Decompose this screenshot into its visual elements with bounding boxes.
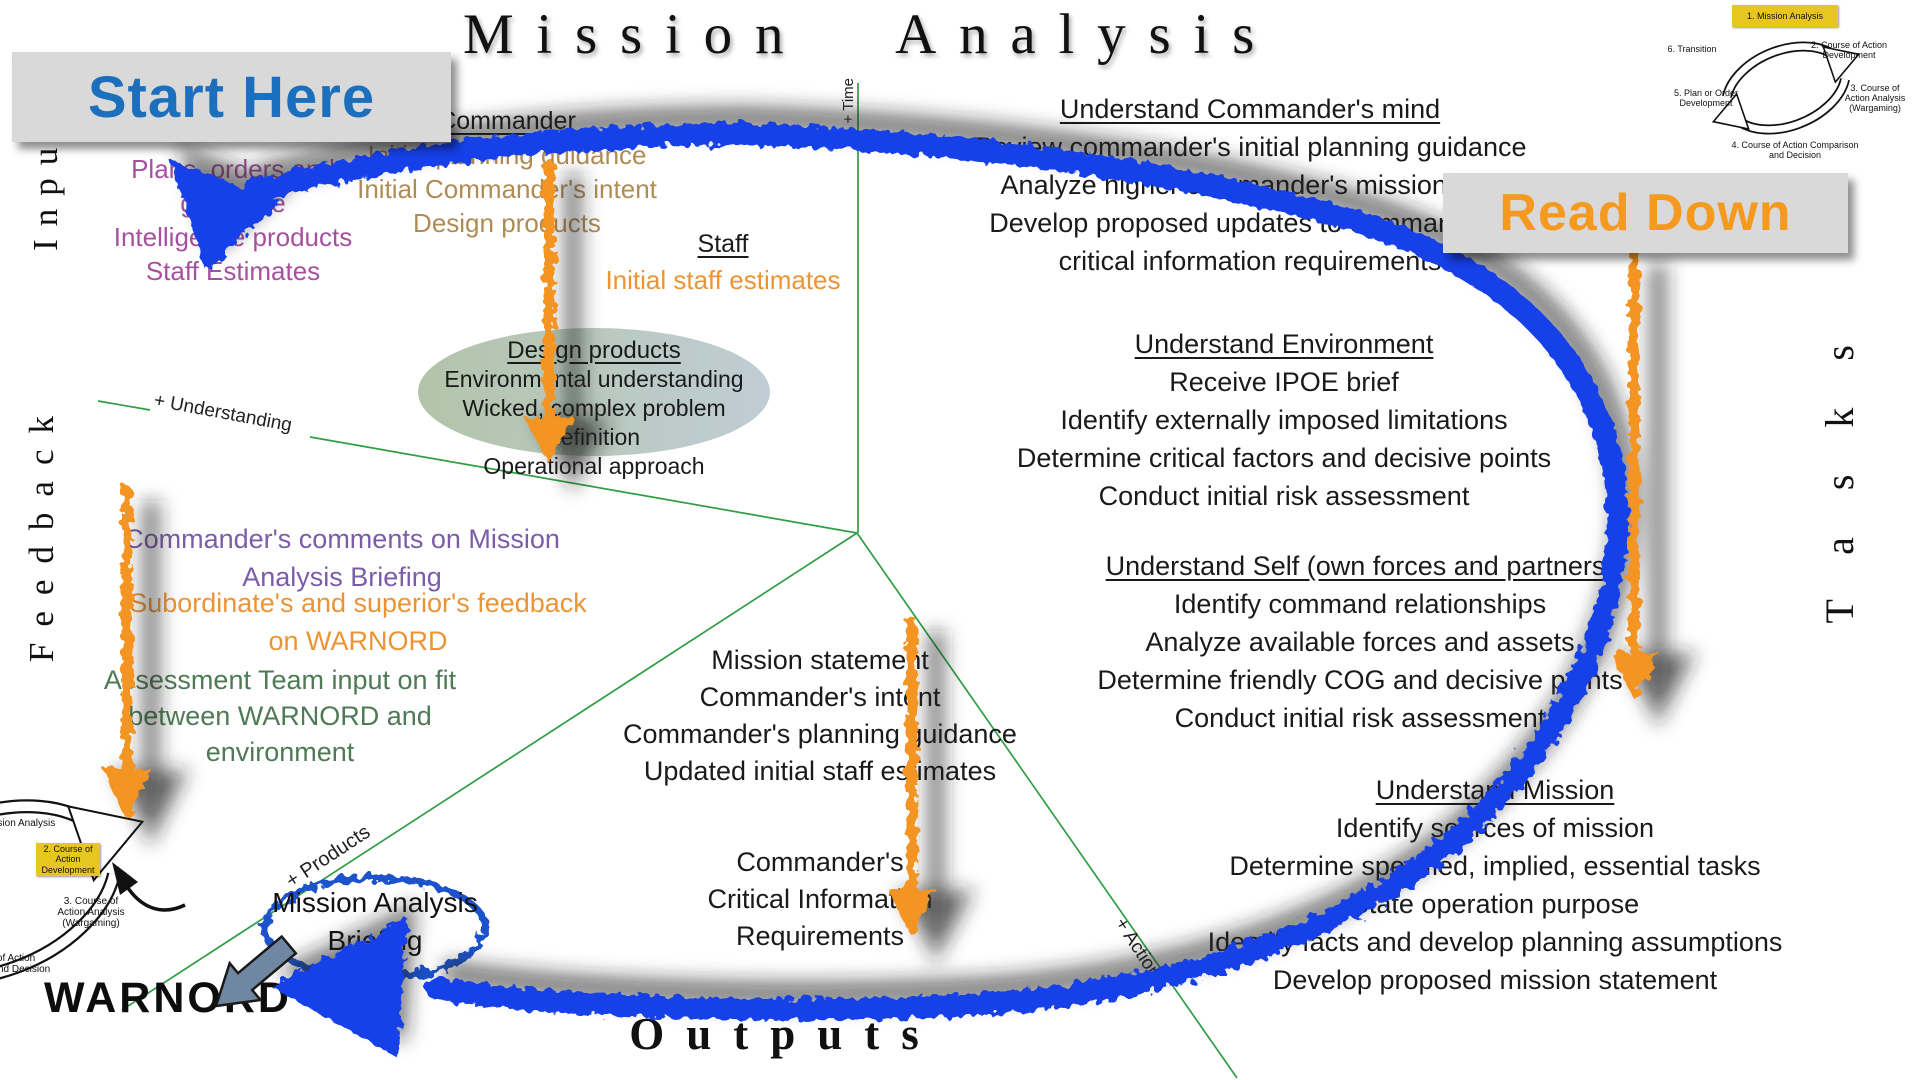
ccir-line: Critical Information Requirements	[707, 884, 933, 951]
assessment-line: Assessment Team input on fit	[103, 665, 457, 695]
briefing-line: Mission Analysis	[272, 887, 478, 918]
cycle-step-1-highlighted: 1. Mission Analysis	[1732, 5, 1838, 27]
feedback-assessment: Assessment Team input on fit between WAR…	[95, 662, 465, 770]
section-heading: Understand Commander's mind	[1059, 94, 1441, 124]
design-products-heading: Design products	[507, 337, 681, 364]
products-axis-label: + Products	[282, 820, 375, 893]
hand-drawn-arrowhead	[112, 862, 138, 895]
output-line: Commander's intent	[699, 682, 941, 712]
task-section-environment: Understand Environment Receive IPOE brie…	[984, 325, 1584, 515]
section-heading: Understand Environment	[1134, 329, 1434, 359]
start-here-box: Start Here	[12, 52, 451, 142]
feedback-warnord: Subordinate's and superior's feedback on…	[129, 588, 587, 656]
cycle-step-label: 1. Mission Analysis	[1746, 10, 1824, 21]
commander-item: Initial Commander's intent	[357, 174, 657, 204]
understanding-axis-line-a	[97, 400, 151, 411]
task-line: Determine specified, implied, essential …	[1229, 851, 1761, 881]
briefing-line: Briefing	[327, 925, 423, 956]
ccir-line: Commander's	[736, 847, 904, 877]
assessment-line: between WARNORD and environment	[128, 701, 432, 767]
axis-label-feedback: Feedback	[22, 400, 61, 663]
task-line: Develop proposed mission statement	[1272, 965, 1718, 995]
design-products-item: Wicked, complex problem definition	[462, 395, 726, 450]
task-line: Conduct initial risk assessment	[1174, 703, 1546, 733]
cycle-step-4: 4. Course of Action Comparison and Decis…	[1731, 140, 1859, 161]
task-line: Analyze available forces and assets	[1145, 627, 1575, 657]
commander-item: Initial planning guidance	[367, 140, 647, 170]
time-axis-label: + Time	[840, 78, 857, 124]
cycle-step-4-partial: 4. Course of Action Comparison and Decis…	[0, 953, 51, 976]
task-line: Identify externally imposed limitations	[1060, 405, 1508, 435]
task-line: State operation purpose	[1350, 889, 1640, 919]
task-line: Identify facts and develop planning assu…	[1207, 927, 1783, 957]
section-heading: Understand Self (own forces and partners…	[1105, 551, 1615, 581]
cycle-step-2-highlighted: 2. Course of Action Development	[36, 843, 100, 876]
output-line: Commander's planning guidance	[623, 719, 1017, 749]
page-title: Mission Analysis	[462, 3, 1278, 66]
action-axis-label: + Action	[1110, 914, 1166, 983]
feedback-orange-arrowhead	[102, 769, 152, 819]
design-products-item: Environmental understanding	[444, 366, 744, 392]
task-line: Conduct initial risk assessment	[1098, 481, 1470, 511]
task-section-mission: Understand Mission Identify sources of m…	[1180, 771, 1810, 999]
cycle-step-1-partial: 1. Mission Analysis	[0, 818, 56, 829]
start-here-label: Start Here	[87, 64, 376, 130]
cycle-step-5: 5. Plan or Order Development	[1673, 88, 1739, 109]
cycle-step-3: 3. Course of Action Analysis (Wargaming)	[1844, 83, 1906, 114]
section-heading: Understand Mission	[1375, 775, 1615, 805]
input-item: Staff Estimates	[145, 256, 321, 286]
design-products-block: Design products Environmental understand…	[414, 336, 774, 481]
mission-analysis-briefing: Mission Analysis Briefing	[255, 884, 495, 960]
cycle-step-3-partial: 3. Course of Action Analysis (Wargaming)	[57, 896, 125, 930]
axis-label-outputs: Outputs	[629, 1009, 941, 1059]
cycle-step-2: 2. Course of Action Development	[1810, 40, 1888, 61]
cycle-step-label: 2. Course of Action Development	[41, 844, 95, 875]
warnord-label: WARNORD	[44, 974, 292, 1022]
task-line: Determine friendly COG and decisive poin…	[1097, 665, 1623, 695]
orange-arrowhead-shadow	[111, 769, 191, 848]
staff-heading: Staff	[697, 230, 749, 258]
axis-label-tasks: Tasks	[1817, 298, 1862, 624]
task-line: Determine critical factors and decisive …	[1016, 443, 1552, 473]
task-line: Identify sources of mission	[1335, 813, 1655, 843]
staff-block: Staff Initial staff estimates	[573, 226, 873, 298]
task-line: Review commander's initial planning guid…	[973, 132, 1527, 162]
read-down-label: Read Down	[1499, 184, 1792, 242]
read-down-box: Read Down	[1443, 173, 1848, 253]
cycle-step-6: 6. Transition	[1667, 44, 1717, 54]
output-line: Updated initial staff estimates	[643, 756, 997, 786]
task-line: Identify command relationships	[1173, 589, 1547, 619]
design-products-item: Operational approach	[483, 453, 705, 479]
output-line: Mission statement	[711, 645, 929, 675]
task-line: Receive IPOE brief	[1169, 367, 1399, 397]
task-section-self: Understand Self (own forces and partners…	[1060, 547, 1660, 737]
staff-item: Initial staff estimates	[605, 265, 841, 295]
center-outputs-block: Mission statement Commander's intent Com…	[620, 642, 1020, 955]
understanding-axis-label: + Understanding	[152, 390, 294, 437]
